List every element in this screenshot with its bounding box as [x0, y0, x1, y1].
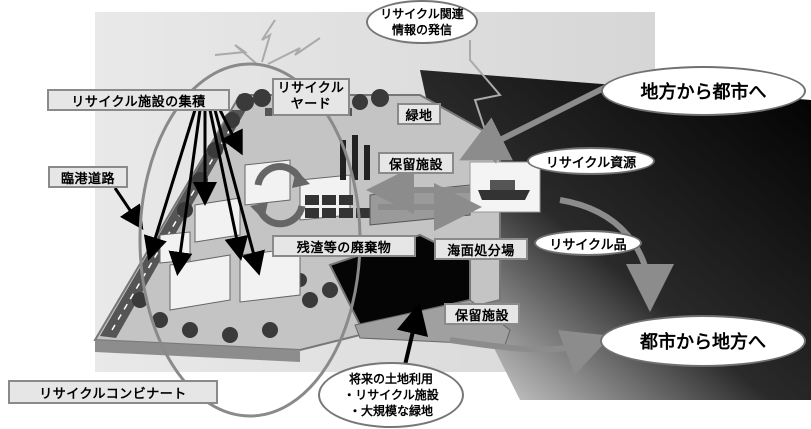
green-space-label: 緑地 [397, 103, 441, 125]
port-road [100, 110, 246, 338]
recycle-loop-icon [250, 163, 310, 228]
chimneys [340, 135, 370, 180]
future-use-title: 将来の土地利用 [348, 372, 433, 386]
rural-to-urban-oval: 地方から都市へ [601, 66, 806, 116]
info-bubble-line1: リサイクル関連 [380, 7, 464, 21]
future-use-item-1: ・リサイクル施設 [343, 388, 439, 402]
recycle-yard-blocks [305, 195, 370, 218]
recycle-yard-label-line1: リサイクル [277, 81, 345, 96]
port-road-pointer [113, 187, 144, 230]
residue-waste-label: 残渣等の廃棄物 [272, 235, 416, 257]
sea-landfill-label: 海面処分場 [434, 238, 528, 260]
recycle-yard-label-line2: ヤード [290, 97, 332, 112]
port-road-label: 臨港道路 [48, 166, 128, 188]
recycle-products-oval: リサイクル品 [534, 230, 642, 256]
urban-to-rural-oval: 都市から地方へ [600, 315, 806, 367]
future-use-item-2: ・大規模な緑地 [348, 404, 433, 418]
recycle-resources-oval: リサイクル資源 [527, 147, 655, 175]
urban-to-rural-arrow [449, 330, 612, 376]
retention-facility-bottom-label: 保留施設 [444, 303, 520, 325]
future-use-pointer [396, 302, 429, 366]
recycle-yard-label: リサイクル ヤード [272, 78, 350, 116]
land-front-edge [95, 340, 300, 362]
info-bubble-line2: 情報の発信 [391, 23, 452, 37]
ship-icon [469, 161, 541, 213]
rural-to-urban-arrow [459, 82, 612, 161]
retention-facility-top-label: 保留施設 [378, 152, 454, 174]
future-land-use-bubble: 将来の土地利用 ・リサイクル施設 ・大規模な緑地 [318, 362, 464, 428]
cluster-pointer-arrows [143, 109, 265, 276]
combinat-label: リサイクルコンビナート [8, 380, 218, 404]
cluster-label: リサイクル施設の集積 [47, 89, 230, 111]
info-transmission-bubble: リサイクル関連 情報の発信 [366, 0, 478, 44]
info-emission-arrows [214, 19, 321, 66]
